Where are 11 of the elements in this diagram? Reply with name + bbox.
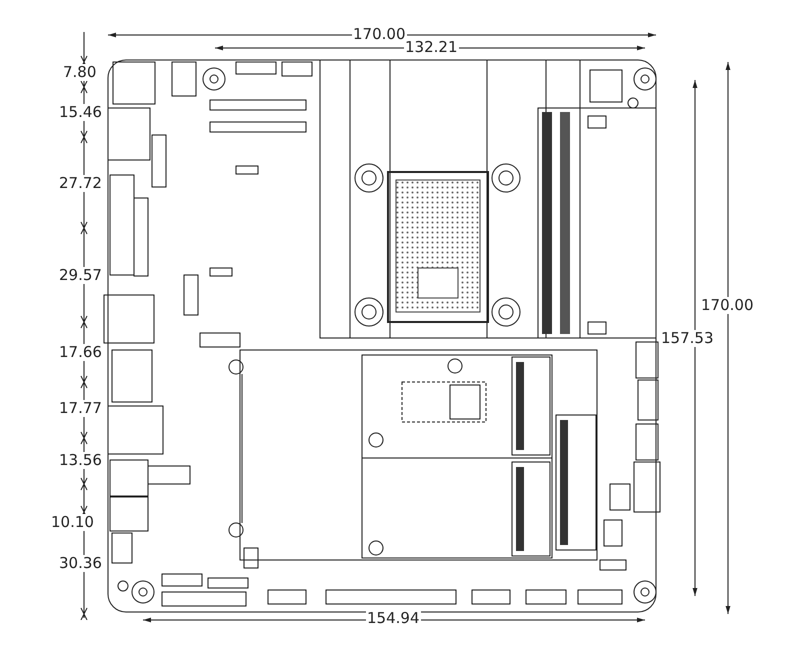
dimension-label: 15.46 [58, 104, 103, 121]
dimension-label: 17.77 [58, 400, 103, 417]
dimension-label: 29.57 [58, 267, 103, 284]
dimension-label: 17.66 [58, 344, 103, 361]
dimension-label: 7.80 [62, 64, 98, 81]
dimension-label: 10.10 [50, 514, 95, 531]
dimension-label: 170.00 [700, 297, 754, 314]
dimension-label: 13.56 [58, 452, 103, 469]
dimension-label: 157.53 [660, 330, 714, 347]
dimension-label: 27.72 [58, 175, 103, 192]
dimension-label: 30.36 [58, 555, 103, 572]
